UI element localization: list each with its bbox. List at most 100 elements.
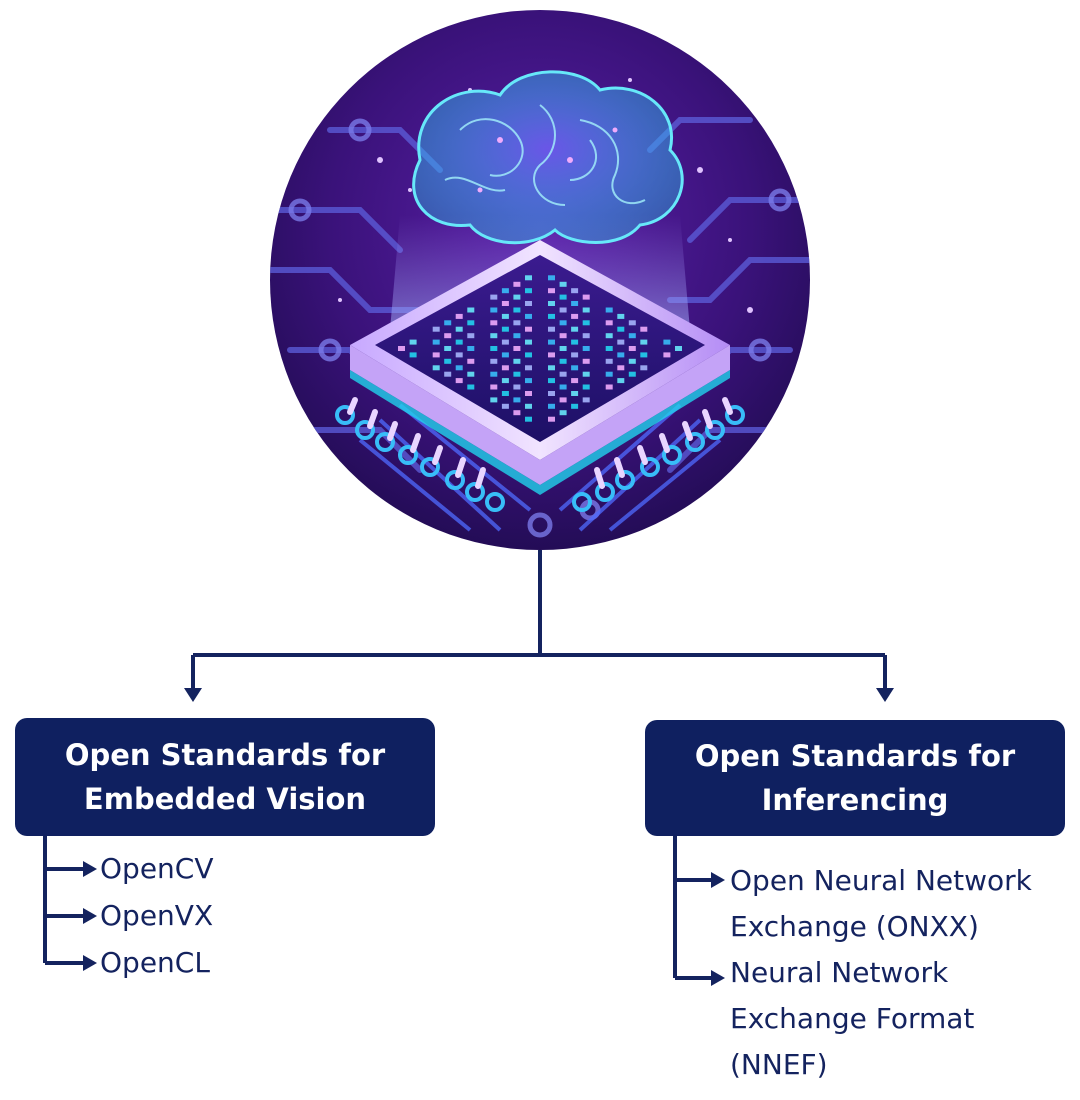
- chip-pixel: [605, 333, 613, 339]
- chip-pixel: [605, 384, 613, 390]
- chip-pixel: [559, 333, 567, 339]
- chip-pixel: [582, 358, 590, 364]
- list-item-text: Neural Network Exchange Format (NNEF): [730, 956, 975, 1081]
- chip-pixel: [490, 333, 498, 339]
- chip-pixel: [582, 384, 590, 390]
- chip-pixel: [628, 371, 636, 377]
- chip-pixel: [628, 358, 636, 364]
- chip-pixel: [444, 333, 452, 339]
- chip-pixel: [571, 378, 579, 384]
- chip-pixel: [444, 346, 452, 351]
- chip-pixel: [467, 384, 475, 390]
- chip-pixel: [501, 288, 509, 294]
- chip-pixel: [559, 384, 567, 390]
- chip-pixel: [548, 313, 555, 319]
- chip-pixel: [582, 371, 590, 377]
- chip-pixel: [501, 301, 509, 306]
- chip-pixel: [525, 403, 532, 409]
- chip-pixel: [548, 416, 555, 422]
- chip-pixel: [444, 371, 452, 377]
- chip-pixel: [582, 307, 590, 313]
- chip-pixel: [467, 307, 475, 313]
- chip-pixel: [548, 301, 555, 306]
- chip-pixel: [513, 307, 521, 313]
- chip-pixel: [501, 365, 509, 371]
- chip-pixel: [501, 313, 509, 319]
- chip-pixel: [513, 358, 521, 364]
- chip-pixel: [525, 339, 532, 345]
- chip-pixel: [571, 339, 579, 345]
- chip-pixel: [455, 352, 463, 358]
- chip-pixel: [675, 346, 682, 351]
- chip-pixel: [409, 352, 417, 358]
- chip-pixel: [513, 281, 521, 287]
- chip-pixel: [605, 358, 613, 364]
- chip-pixel: [663, 339, 671, 345]
- chip-pixel: [571, 326, 579, 332]
- chip-pixel: [525, 288, 532, 294]
- chip-pixel: [455, 326, 463, 332]
- chip-pixel: [559, 371, 567, 377]
- chip-pixel: [617, 339, 625, 345]
- chip-pixel: [525, 326, 532, 332]
- chip-pixel: [490, 294, 498, 300]
- chip-pixel: [455, 339, 463, 345]
- chip-pixel: [571, 352, 579, 358]
- category-title: Open Standards for Embedded Vision: [64, 738, 386, 816]
- chip-pixel: [548, 391, 555, 396]
- chip-pixel: [559, 346, 567, 351]
- chip-pixel: [559, 410, 567, 416]
- chip-pixel: [571, 288, 579, 294]
- chip-pixel: [444, 358, 452, 364]
- chip-pixel: [525, 391, 532, 396]
- chip-pixel: [548, 339, 555, 345]
- chip-pixel: [432, 352, 440, 358]
- chip-pixel: [548, 326, 555, 332]
- chip-pixel: [548, 288, 555, 294]
- chip-pixel: [467, 358, 475, 364]
- chip-pixel: [444, 320, 452, 326]
- chip-pixel: [513, 384, 521, 390]
- chip-pixel: [640, 326, 648, 332]
- chip-pixel: [513, 371, 521, 377]
- chip-pixel: [490, 346, 498, 351]
- list-item: OpenVX: [100, 899, 214, 932]
- chip-pixel: [513, 397, 521, 403]
- chip-pixel: [501, 352, 509, 358]
- chip-pixel: [432, 365, 440, 371]
- chip-pixel: [663, 352, 671, 358]
- chip-pixel: [490, 384, 498, 390]
- arrow-down-right: [876, 688, 894, 702]
- chip-pixel: [628, 333, 636, 339]
- chip-pixel: [628, 346, 636, 351]
- chip-pixel: [501, 378, 509, 384]
- chip-pixel: [582, 397, 590, 403]
- category-box-inferencing: Open Standards for Inferencing: [645, 720, 1065, 836]
- chip-pixel: [571, 313, 579, 319]
- chip-pixel: [490, 358, 498, 364]
- chip-pixel: [571, 301, 579, 306]
- chip-pixel: [559, 281, 567, 287]
- chip-pixel: [501, 391, 509, 396]
- chip-pixel: [605, 307, 613, 313]
- chip-pixel: [525, 378, 532, 384]
- chip-pixel: [525, 416, 532, 422]
- chip-pixel: [548, 352, 555, 358]
- chip-pixel: [571, 365, 579, 371]
- chip-pixel: [525, 301, 532, 306]
- chip-pixel: [559, 320, 567, 326]
- chip-pixel: [490, 397, 498, 403]
- chip-pixel: [490, 371, 498, 377]
- chip-pixel: [582, 346, 590, 351]
- chip-pixel: [490, 307, 498, 313]
- chip-pixel: [513, 346, 521, 351]
- chip-pixel: [513, 410, 521, 416]
- category-box-embedded-vision: Open Standards for Embedded Vision: [15, 718, 435, 836]
- chip-pixel: [559, 358, 567, 364]
- chip-pixel: [490, 320, 498, 326]
- chip-pixel: [525, 275, 532, 281]
- chip-pixel: [467, 333, 475, 339]
- chip-pixel: [455, 313, 463, 319]
- chip-pixel: [409, 339, 417, 345]
